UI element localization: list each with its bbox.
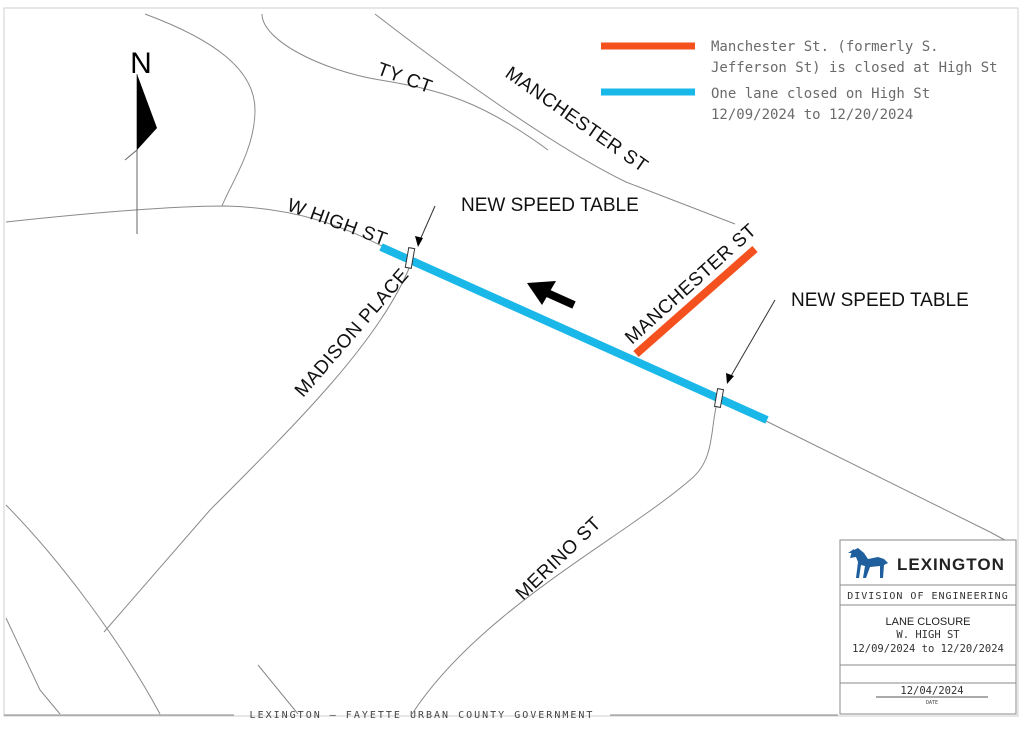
north-label: N — [130, 47, 152, 80]
lane-closure-line — [379, 243, 769, 424]
title-block-brand: LEXINGTON — [897, 555, 1005, 574]
speed-table-marker-1 — [404, 205, 436, 269]
footer-text: LEXINGTON – FAYETTE URBAN COUNTY GOVERNM… — [250, 710, 595, 721]
street-label-ty-ct: TY CT — [374, 59, 435, 98]
title-block-street: W. HIGH ST — [896, 629, 960, 641]
street-label-manchester-top: MANCHESTER ST — [501, 63, 652, 177]
title-block-date-label: DATE — [926, 700, 938, 706]
sheet-border — [3, 7, 1019, 717]
road-closure-line — [633, 246, 758, 357]
street-label-w-high-st: W HIGH ST — [284, 195, 390, 251]
callout-speed-table-1: NEW SPEED TABLE — [461, 195, 639, 216]
legend: Manchester St. (formerly S. Jefferson St… — [601, 39, 998, 123]
title-block-dates: 12/09/2024 to 12/20/2024 — [852, 643, 1004, 655]
legend-lane-line1: One lane closed on High St — [711, 86, 930, 102]
direction-arrow-icon — [527, 281, 576, 309]
speed-table-marker-2 — [713, 299, 776, 408]
street-lines — [5, 13, 1015, 715]
north-arrow-icon: N — [124, 47, 157, 234]
title-block-date: 12/04/2024 — [900, 685, 963, 697]
callout-speed-table-2: NEW SPEED TABLE — [791, 290, 969, 311]
street-label-madison-place: MADISON PLACE — [291, 265, 414, 402]
street-label-merino-st: MERINO ST — [512, 513, 606, 605]
legend-closed-line1: Manchester St. (formerly S. — [711, 39, 939, 55]
title-block: LEXINGTON DIVISION OF ENGINEERING LANE C… — [839, 539, 1017, 715]
legend-lane-line2: 12/09/2024 to 12/20/2024 — [711, 107, 913, 123]
title-block-division: DIVISION OF ENGINEERING — [847, 591, 1008, 602]
street-label-manchester-lower: MANCHESTER ST — [621, 220, 761, 349]
legend-closed-line2: Jefferson St) is closed at High St — [711, 60, 998, 76]
horse-logo-icon — [848, 548, 888, 578]
title-block-title: LANE CLOSURE — [886, 616, 971, 628]
